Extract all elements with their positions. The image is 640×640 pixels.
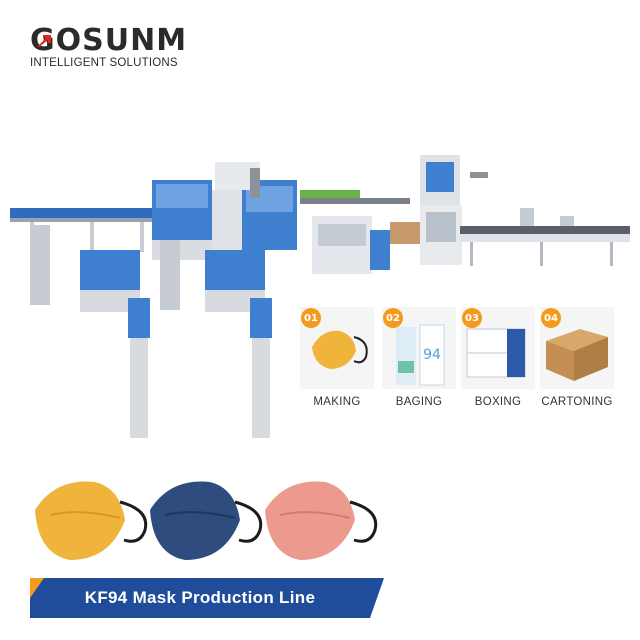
cardboard-carton-icon [546, 329, 608, 381]
brand-logo: G OSUNM INTELLIGENT SOLUTIONS [30, 26, 187, 70]
brand-name: G OSUNM [30, 26, 187, 56]
pink-mask-image [265, 481, 378, 560]
step-label-making: MAKING [313, 396, 361, 408]
step-label-cartoning: CARTONING [541, 396, 613, 408]
step-label-baging: BAGING [395, 396, 443, 408]
vertical-conveyors [128, 298, 272, 438]
bagging-machine [300, 190, 420, 274]
production-line-illustration [10, 155, 630, 438]
step-label-boxing: BOXING [474, 396, 522, 408]
boxing-machine [420, 155, 488, 265]
mask-samples [35, 481, 378, 560]
brand-initial: G [30, 23, 56, 58]
step-number-badge: 04 [541, 308, 561, 328]
navy-mask-image [150, 481, 263, 560]
brand-name-rest: OSUNM [55, 23, 188, 58]
arrow-icon [37, 35, 51, 47]
step-card-cartoning: 04 [540, 307, 614, 389]
svg-text:94: 94 [423, 347, 441, 363]
yellow-mask-icon [312, 330, 368, 369]
output-conveyor [460, 208, 630, 266]
brand-tagline: INTELLIGENT SOLUTIONS [30, 57, 178, 69]
step-number-badge: 02 [383, 308, 403, 328]
yellow-mask-image [35, 481, 148, 560]
step-number-badge: 01 [301, 308, 321, 328]
main-mask-machine [152, 162, 297, 260]
title-banner [30, 578, 384, 618]
step-card-making: 01 [300, 307, 374, 389]
step-card-boxing: 03 [461, 307, 535, 389]
ear-loop-welders [30, 225, 265, 312]
banner-title: KF94 Mask Production Line [84, 588, 316, 607]
step-card-baging: 02 94 [382, 307, 456, 389]
mask-bag-icon: 94 [396, 324, 445, 386]
step-number-badge: 03 [462, 308, 482, 328]
mask-box-icon [466, 328, 526, 378]
